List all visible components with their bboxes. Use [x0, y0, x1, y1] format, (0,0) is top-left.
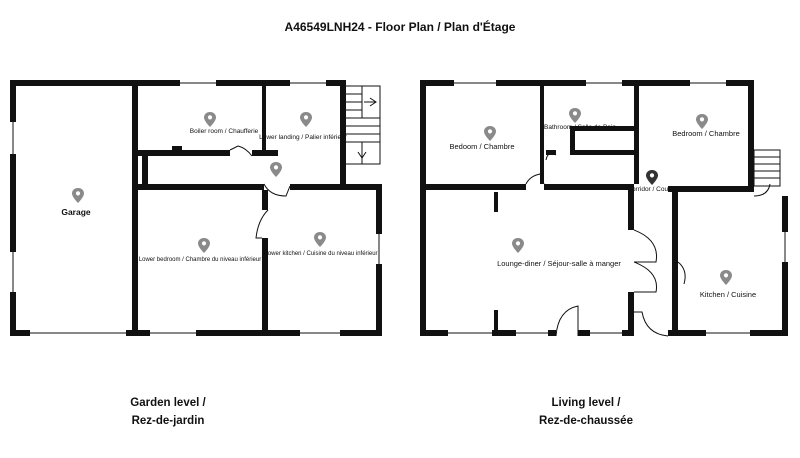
room-label-boiler-room: Boiler room / Chaufferie	[190, 128, 259, 135]
room-label-lower-bedroom: Lower bedroom / Chambre du niveau inféri…	[139, 257, 261, 263]
living-level-plan: Bedoom / Chambre Bathroom / Salle de Bai…	[420, 80, 788, 337]
room-label-bedroom-right: Bedroom / Chambre	[672, 129, 740, 138]
stairs-icon	[753, 149, 781, 187]
location-pin-icon	[696, 114, 708, 129]
location-pin-icon	[198, 238, 210, 253]
location-pin-icon	[646, 170, 658, 185]
garden-level-label-line1: Garden level /	[130, 397, 206, 409]
location-pin-icon	[204, 112, 216, 127]
garden-level-label: Garden level / Rez-de-jardin	[38, 394, 298, 430]
room-label-lounge-diner: Lounge-diner / Séjour-salle à manger	[497, 259, 621, 268]
room-label-bedroom-left: Bedoom / Chambre	[449, 142, 514, 151]
room-label-corridor: Corridor / Couloir	[627, 186, 677, 193]
location-pin-icon	[512, 238, 524, 253]
room-label-bathroom: Bathroom / Salle de Bain	[544, 124, 616, 131]
living-level-label-line2: Rez-de-chaussée	[539, 415, 633, 427]
location-pin-icon	[484, 126, 496, 141]
room-label-kitchen: Kitchen / Cuisine	[700, 290, 756, 299]
location-pin-icon	[314, 232, 326, 247]
stairs-icon	[343, 85, 381, 165]
garden-level-plan: Garage Boiler room / Chaufferie Lower la…	[10, 80, 382, 336]
location-pin-icon	[72, 188, 84, 203]
living-level-label-line1: Living level /	[551, 397, 621, 409]
room-label-lower-landing: Lower landing / Palier inférieur	[259, 134, 348, 141]
plan-title: A46549LNH24 - Floor Plan / Plan d'Étage	[284, 20, 516, 34]
location-pin-icon	[300, 112, 312, 127]
location-pin-icon	[720, 270, 732, 285]
room-label-lower-kitchen: Lower kitchen / Cuisine du niveau inféri…	[264, 251, 377, 257]
location-pin-icon	[270, 162, 282, 177]
room-label-garage: Garage	[61, 207, 91, 217]
living-level-label: Living level / Rez-de-chaussée	[456, 394, 716, 430]
location-pin-icon	[569, 108, 581, 123]
garden-level-label-line2: Rez-de-jardin	[131, 415, 205, 427]
